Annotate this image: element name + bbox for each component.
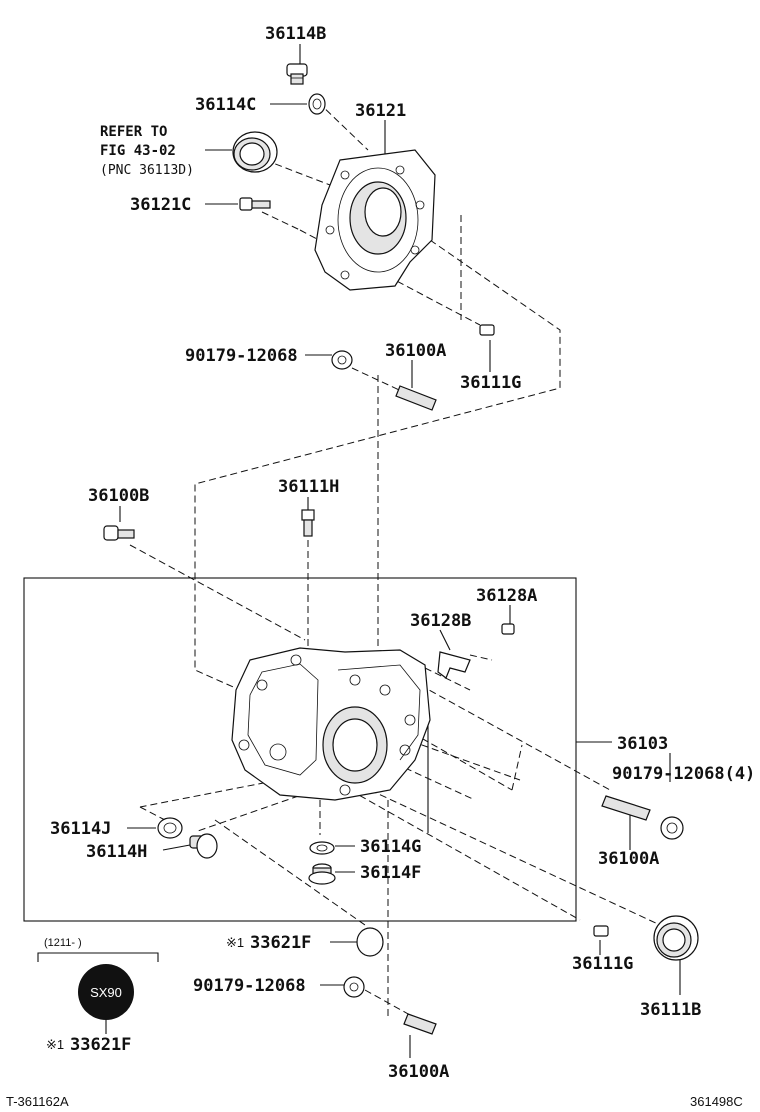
label-36128a: 36128A <box>476 586 537 606</box>
bolt-36121c <box>239 197 271 211</box>
date-range-label: (1211- ) <box>44 937 82 949</box>
label-36103: 36103 <box>617 734 668 754</box>
label-36111b: 36111B <box>640 1000 701 1020</box>
oil-seal-36111b <box>653 915 699 961</box>
model-badge-text: SX90 <box>90 985 122 1000</box>
label-90179-top: 90179-12068 <box>185 346 298 366</box>
washer-36114g <box>309 841 335 855</box>
cap-33621f <box>356 927 384 957</box>
label-33621f-bottom: 33621F <box>70 1035 131 1055</box>
label-36114g: 36114G <box>360 837 421 857</box>
label-36128b: 36128B <box>410 611 471 631</box>
label-36114c: 36114C <box>195 95 256 115</box>
nut-90179-top <box>331 350 353 370</box>
label-90179-bottom: 90179-12068 <box>193 976 306 996</box>
sensor-36111h <box>301 509 315 537</box>
bolt-36100b <box>103 525 135 541</box>
model-badge-circle <box>78 964 134 1020</box>
assembly-box-frame <box>23 577 577 922</box>
stud-36100a-top <box>395 385 437 411</box>
label-36100a-bottom: 36100A <box>388 1062 449 1082</box>
label-36100a-right: 36100A <box>598 849 659 869</box>
reference-note-line3: (PNC 36113D) <box>100 163 194 178</box>
reference-note-line1: REFER TO <box>100 124 167 140</box>
date-range-bracket <box>37 952 159 962</box>
label-90179-right: 90179-12068(4) <box>612 764 755 784</box>
pin-36111g-top <box>479 324 495 336</box>
note-mark-bottom: ※1 <box>46 1037 64 1052</box>
bolt-36128a <box>501 623 515 635</box>
label-36111g-bottom: 36111G <box>572 954 633 974</box>
label-36111g-top: 36111G <box>460 373 521 393</box>
label-36111h: 36111H <box>278 477 339 497</box>
label-36121: 36121 <box>355 101 406 121</box>
label-36121c: 36121C <box>130 195 191 215</box>
label-36114j: 36114J <box>50 819 111 839</box>
plug-36114b-top <box>286 63 308 85</box>
bracket-36128b <box>437 651 471 679</box>
oil-seal-ref <box>232 131 278 173</box>
stud-36100a-right <box>601 795 651 821</box>
case-36103 <box>231 647 431 801</box>
washer-36114j <box>157 817 183 839</box>
nut-90179-right <box>660 816 684 840</box>
footer-right-code: 361498C <box>690 1094 743 1109</box>
cover-36121 <box>314 149 436 291</box>
plug-36114h <box>189 833 218 859</box>
pin-36111g-bottom <box>593 925 609 937</box>
label-36100b: 36100B <box>88 486 149 506</box>
label-36114f: 36114F <box>360 863 421 883</box>
washer-36114c <box>308 93 326 115</box>
footer-left-code: T-361162A <box>6 1094 69 1109</box>
plug-36114f <box>308 863 336 885</box>
label-36100a-top: 36100A <box>385 341 446 361</box>
leader-lines <box>105 44 681 1058</box>
label-36114h: 36114H <box>86 842 147 862</box>
nut-90179-bottom <box>343 976 365 998</box>
label-36114b-top: 36114B <box>265 24 326 44</box>
stud-36100a-bottom <box>403 1013 437 1035</box>
reference-note-line2: FIG 43-02 <box>100 143 176 159</box>
note-mark-mid: ※1 <box>226 935 244 950</box>
label-33621f-mid: 33621F <box>250 933 311 953</box>
